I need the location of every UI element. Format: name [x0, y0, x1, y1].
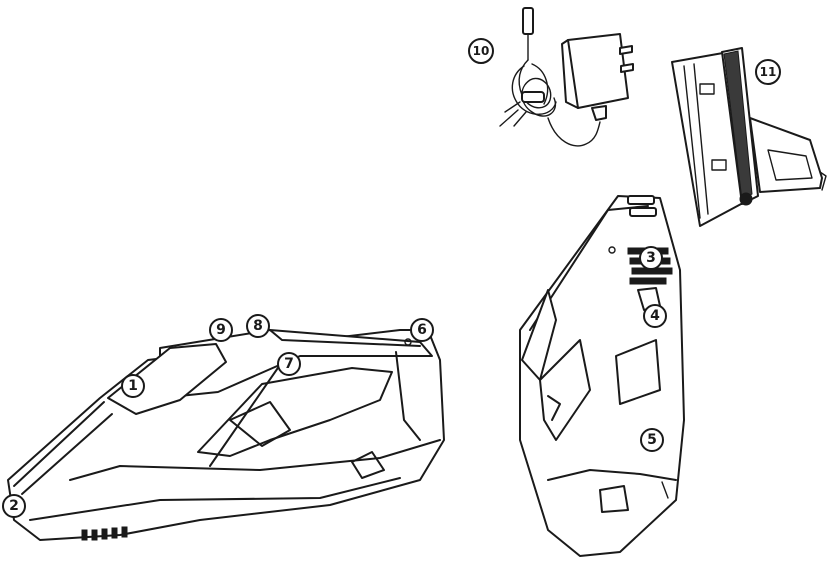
callout-2-label: 2	[9, 498, 19, 514]
charger-illustration	[500, 8, 633, 146]
callout-3-label: 3	[646, 250, 656, 266]
callout-8-label: 8	[253, 318, 263, 334]
callout-4-label: 4	[650, 308, 660, 324]
callout-10: 10	[469, 39, 493, 63]
accessory-tool-illustration	[672, 48, 826, 226]
hand-vacuum-side-illustration	[8, 330, 444, 540]
callout-5: 5	[641, 429, 663, 451]
callout-1-label: 1	[128, 378, 138, 394]
callout-11-label: 11	[760, 65, 777, 79]
callout-6: 6	[411, 319, 433, 341]
callout-4: 4	[644, 305, 666, 327]
callout-10-label: 10	[473, 44, 490, 58]
callout-11: 11	[756, 60, 780, 84]
callout-5-label: 5	[647, 432, 657, 448]
callout-6-label: 6	[417, 322, 427, 338]
callout-9: 9	[210, 319, 232, 341]
callout-9-label: 9	[216, 322, 226, 338]
callout-7-label: 7	[284, 356, 294, 372]
callout-8: 8	[247, 315, 269, 337]
callout-2: 2	[3, 495, 25, 517]
callout-1: 1	[122, 375, 144, 397]
callout-7: 7	[278, 353, 300, 375]
callout-3: 3	[640, 247, 662, 269]
